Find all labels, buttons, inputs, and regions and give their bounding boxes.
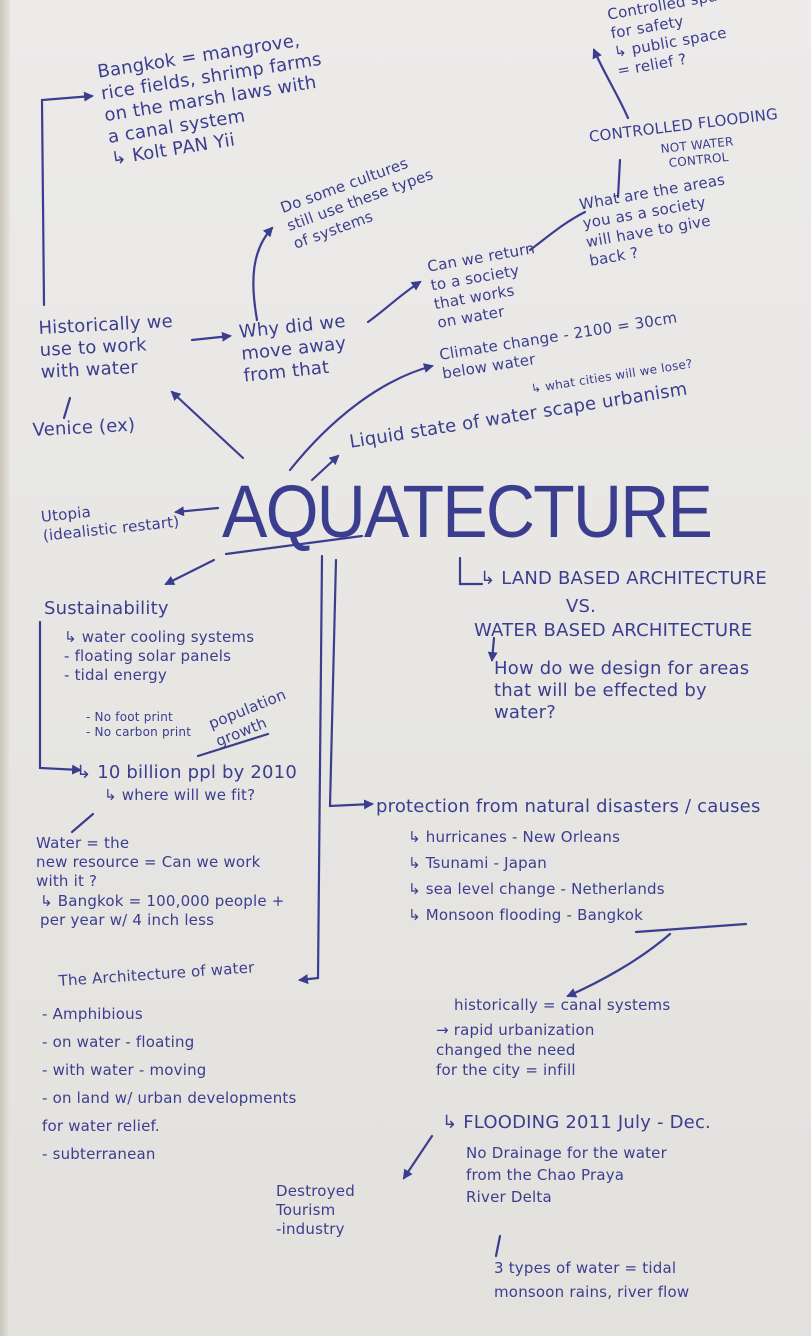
note-canal-systems: historically = canal systems xyxy=(454,996,671,1014)
line-to-three-types xyxy=(494,1234,502,1258)
note-bangkok-sinking: ↳ Bangkok = 100,000 people + per year w/… xyxy=(40,892,285,929)
title-underline xyxy=(224,534,364,556)
note-sustainability-small: - No foot print - No carbon print xyxy=(86,710,192,739)
note-flooding-2011: ↳ FLOODING 2011 July - Dec. xyxy=(442,1112,711,1133)
note-rapid-urbanization: → rapid urbanization changed the need fo… xyxy=(436,1021,595,1079)
arrow-to-destroyed xyxy=(402,1134,434,1180)
bracket-land-based xyxy=(458,556,484,586)
arrow-to-utopia xyxy=(174,506,220,517)
note-three-types: 3 types of water = tidal monsoon rains, … xyxy=(494,1259,690,1301)
note-destroyed: Destroyed Tourism -industry xyxy=(276,1182,355,1238)
line-population-growth xyxy=(196,732,270,758)
arrow-to-historically xyxy=(170,390,245,460)
arrow-to-canal-systems xyxy=(566,932,672,998)
note-disasters: ↳ hurricanes - New Orleans ↳ Tsunami - J… xyxy=(408,828,665,898)
note-why-move: Why did we move away from that xyxy=(238,310,348,387)
arrow-to-protection xyxy=(328,558,374,810)
line-to-venice xyxy=(62,396,72,420)
arrow-to-sustainability xyxy=(164,558,216,586)
note-water-resource: Water = the new resource = Can we work w… xyxy=(36,834,261,890)
note-design-question: How do we design for areas that will be … xyxy=(494,658,750,723)
line-to-water-resource xyxy=(70,812,95,834)
arrow-to-climate-change xyxy=(288,363,434,472)
note-water-based: WATER BASED ARCHITECTURE xyxy=(474,620,753,641)
page-title: AQUATECTURE xyxy=(222,470,713,553)
arrow-to-cultures xyxy=(252,226,274,322)
arrow-to-bangkok xyxy=(40,91,94,307)
note-sustainability-heading: Sustainability xyxy=(44,598,169,619)
note-monsoon: ↳ Monsoon flooding - xyxy=(408,906,578,924)
note-no-drainage: No Drainage for the water from the Chao … xyxy=(466,1144,667,1206)
bracket-to-ten-billion xyxy=(38,620,82,775)
line-to-give-back xyxy=(528,210,587,252)
note-monsoon-wrap: ↳ Monsoon flooding - Bangkok xyxy=(408,906,643,925)
note-monsoon-bangkok: Bangkok xyxy=(577,906,644,924)
note-where-fit: ↳ where will we fit? xyxy=(104,786,256,804)
arrow-to-why-move xyxy=(190,331,232,342)
note-land-based: ↳ LAND BASED ARCHITECTURE xyxy=(480,568,767,589)
note-historically: Historically we use to work with water xyxy=(38,310,174,383)
note-sustainability-items: ↳ water cooling systems - floating solar… xyxy=(64,628,255,684)
arrow-to-architecture-of-water xyxy=(298,554,324,985)
bangkok-underline xyxy=(634,922,748,934)
arrow-to-controlled-spaces xyxy=(592,48,630,120)
note-protection: protection from natural disasters / caus… xyxy=(376,796,761,817)
line-to-controlled-flooding xyxy=(616,158,622,199)
arrow-to-return xyxy=(366,280,422,324)
note-vs: VS. xyxy=(566,596,597,617)
note-ten-billion: ↳ 10 billion ppl by 2010 xyxy=(76,762,297,783)
note-architecture-items: - Amphibious - on water - floating - wit… xyxy=(42,1005,297,1163)
arrow-to-design-question xyxy=(487,636,498,662)
arrow-to-liquid-state xyxy=(310,454,340,482)
